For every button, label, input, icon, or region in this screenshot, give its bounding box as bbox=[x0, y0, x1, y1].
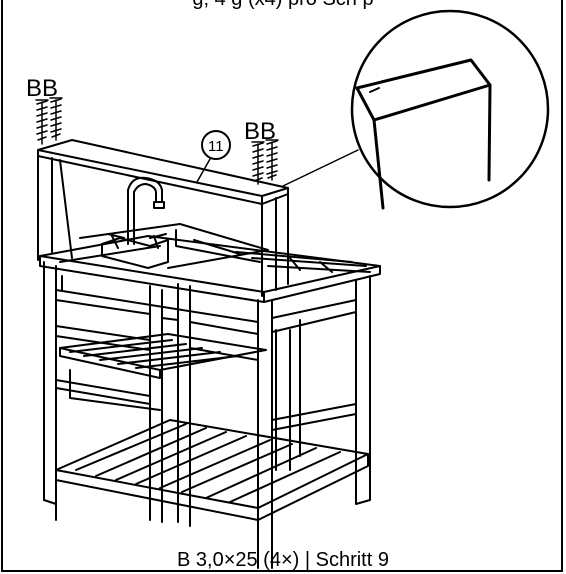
middle-shelf bbox=[59, 333, 267, 411]
part-callout bbox=[196, 130, 231, 183]
bottom-shelf bbox=[55, 419, 369, 521]
part-number: 11 bbox=[208, 138, 224, 155]
cross-pieces bbox=[43, 379, 357, 521]
left-upright bbox=[37, 155, 73, 261]
screw-label-left: BB bbox=[26, 75, 58, 102]
rails bbox=[55, 267, 357, 361]
screw-icon bbox=[35, 99, 49, 145]
screw-right-pair bbox=[251, 139, 279, 185]
screw-left-pair bbox=[35, 97, 63, 145]
right-frame bbox=[275, 319, 301, 471]
right-upright bbox=[261, 193, 289, 297]
top-caption: g, 4 g (x4) pro Sch p bbox=[0, 0, 566, 11]
screw-icon bbox=[251, 141, 265, 185]
screw-icon bbox=[265, 139, 279, 181]
bottom-caption: B 3,0×25 (4×) | Schritt 9 bbox=[177, 549, 389, 571]
sink-basin bbox=[79, 223, 269, 269]
detail-zoom bbox=[282, 9, 550, 210]
legs bbox=[43, 261, 371, 569]
worktop bbox=[39, 235, 381, 303]
screw-icon bbox=[49, 97, 63, 141]
screw-label-right: BB bbox=[244, 118, 276, 145]
